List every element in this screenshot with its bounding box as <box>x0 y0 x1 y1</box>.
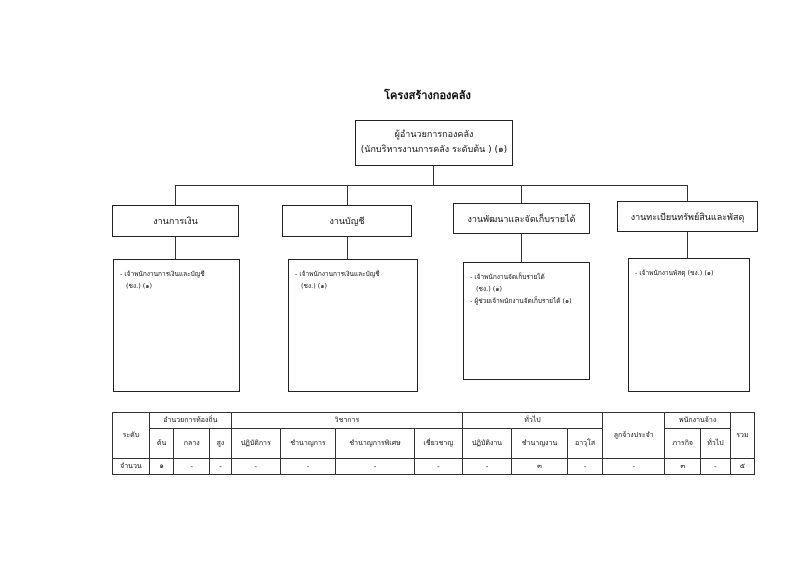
section-name: งานบัญชี <box>329 217 365 227</box>
connector <box>347 237 348 259</box>
connector <box>175 237 176 259</box>
header-level: ระดับ <box>112 412 150 459</box>
sub-header: ปฏิบัติการ <box>230 428 281 459</box>
staff-item: - ผู้ช่วยเจ้าพนักงานจัดเก็บรายได้ (๑) <box>470 297 572 305</box>
section-box: งานการเงิน <box>112 205 239 237</box>
sub-header: ชำนาญการ <box>279 428 337 459</box>
section-box: งานทะเบียนทรัพย์สินและพัสดุ <box>617 201 758 232</box>
section-box: งานบัญชี <box>282 205 412 237</box>
staff-box: - เจ้าพนักงานพัสดุ (ขง.) (๑) <box>628 258 750 392</box>
count-cell: - <box>209 458 232 475</box>
row-label: จำนวน <box>112 458 150 475</box>
staff-item: (ชง.) (๑) <box>126 282 152 290</box>
count-cell: ๕ <box>729 458 756 475</box>
sub-header: ต้น <box>148 428 175 459</box>
sub-header: ชำนาญงาน <box>510 428 569 459</box>
connector <box>175 185 688 186</box>
section-name: งานพัฒนาและจัดเก็บรายได้ <box>467 214 576 225</box>
count-cell: ๓ <box>510 458 569 475</box>
count-cell: - <box>700 458 731 475</box>
chart-title: โครงสร้างกองคลัง <box>384 89 471 102</box>
section-name: งานการเงิน <box>153 217 198 227</box>
staff-box: - เจ้าพนักงานการเงินและบัญชี (ชง.) (๑) <box>113 259 240 392</box>
sub-header: เชี่ยวชาญ <box>413 428 464 459</box>
staff-item: (ชง.) (๑) <box>301 282 327 290</box>
count-cell: - <box>335 458 415 475</box>
connector <box>175 185 176 205</box>
staff-item: - เจ้าพนักงานการเงินและบัญชี <box>295 270 380 278</box>
director-title: ผู้อำนวยการกองคลัง <box>394 130 474 140</box>
connector <box>521 234 522 262</box>
staff-box: - เจ้าพนักงานการเงินและบัญชี (ชง.) (๑) <box>288 259 418 392</box>
sub-header: ภารกิจ <box>664 428 702 459</box>
count-cell: - <box>279 458 337 475</box>
staff-item: - เจ้าพนักงานการเงินและบัญชี <box>120 270 205 278</box>
count-cell: - <box>173 458 211 475</box>
count-cell: ๑ <box>148 458 175 475</box>
connector <box>521 185 522 203</box>
staff-box: - เจ้าพนักงานจัดเก็บรายได้ (ชง.) (๑) - ผ… <box>463 262 590 380</box>
count-cell: - <box>601 458 666 475</box>
director-box: ผู้อำนวยการกองคลัง (นักบริหารงานการคลัง … <box>355 120 513 166</box>
staff-item: - เจ้าพนักงานพัสดุ (ขง.) (๑) <box>635 269 714 277</box>
sub-header: กลาง <box>173 428 211 459</box>
header-total: รวม <box>729 412 756 459</box>
connector <box>347 185 348 205</box>
count-cell: ๓ <box>664 458 702 475</box>
header-general: ทั่วไป <box>462 412 603 429</box>
connector <box>687 185 688 202</box>
connector <box>433 166 434 186</box>
section-name: งานทะเบียนทรัพย์สินและพัสดุ <box>630 212 745 223</box>
count-cell: - <box>567 458 603 475</box>
sub-header: ชำนาญการพิเศษ <box>335 428 415 459</box>
sub-header: ปฏิบัติงาน <box>462 428 512 459</box>
header-contract: พนักงานจ้าง <box>664 412 731 429</box>
header-permanent: ลูกจ้างประจำ <box>601 412 666 459</box>
staff-item: - เจ้าพนักงานจัดเก็บรายได้ <box>470 273 545 281</box>
header-admin: อำนวยการท้องถิ่น <box>148 412 232 429</box>
section-box: งานพัฒนาและจัดเก็บรายได้ <box>453 203 590 234</box>
count-cell: - <box>462 458 512 475</box>
staff-item: (ชง.) (๑) <box>476 285 502 293</box>
count-cell: - <box>413 458 464 475</box>
sub-header: สูง <box>209 428 232 459</box>
count-cell: - <box>230 458 281 475</box>
header-academic: วิชาการ <box>230 412 464 429</box>
staffing-table: ระดับ อำนวยการท้องถิ่น วิชาการ ทั่วไป ลู… <box>112 412 756 475</box>
connector <box>687 232 688 258</box>
sub-header: อาวุโส <box>567 428 603 459</box>
sub-header: ทั่วไป <box>700 428 731 459</box>
director-position: (นักบริหารงานการคลัง ระดับต้น ) (๑) <box>360 145 508 155</box>
